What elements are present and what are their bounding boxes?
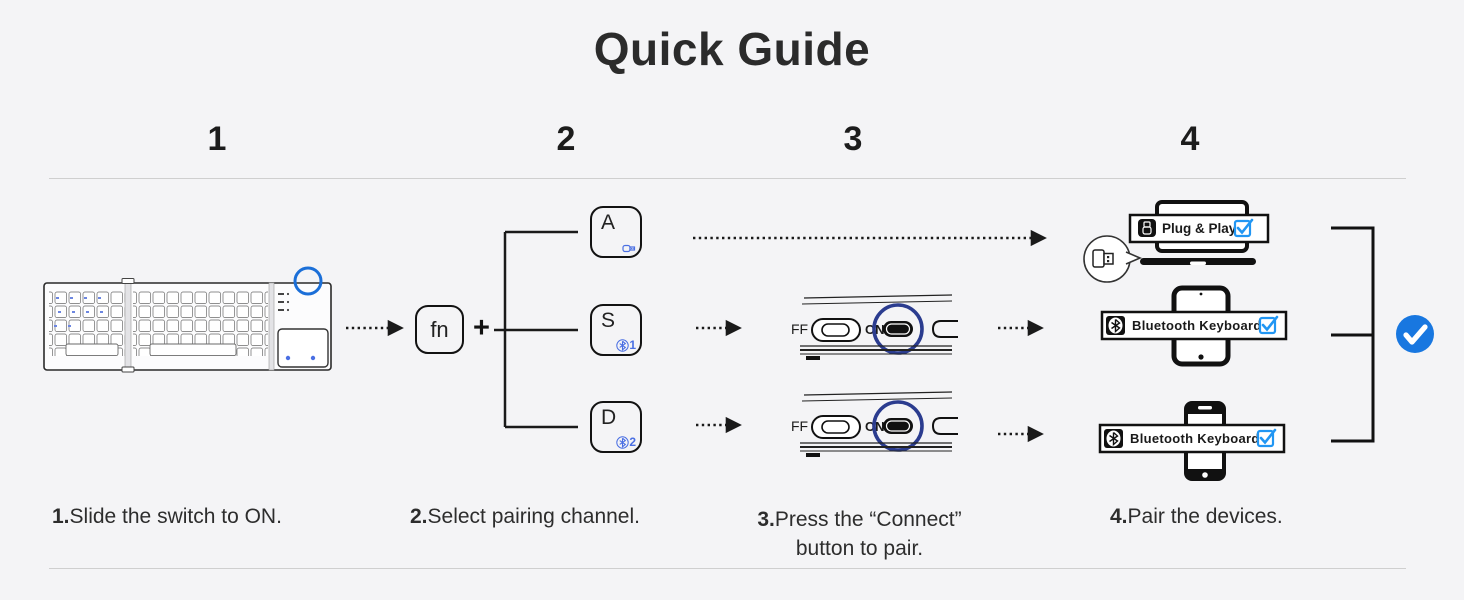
- step-2-number: 2: [556, 120, 576, 158]
- fold-hinge: [124, 282, 132, 371]
- bottom-divider: [49, 568, 1406, 569]
- step-3-number: 3: [843, 120, 863, 158]
- caption-text: Press the “Connect”: [774, 508, 962, 531]
- key-S-letter: S: [601, 309, 616, 332]
- blue-key-legends: [54, 297, 103, 327]
- arrowhead: [387, 319, 404, 337]
- arrowhead: [1027, 425, 1044, 443]
- bluetooth-icon: [616, 338, 630, 352]
- caption-number: 3.: [757, 508, 775, 531]
- checkbox-checked-icon: [1233, 218, 1254, 238]
- keyboard-illustration: [43, 266, 332, 373]
- connect-highlight-circle: [872, 400, 924, 452]
- usb-dongle-icon: [1138, 219, 1156, 237]
- touchpad-dot: [285, 355, 291, 361]
- fold-hinge: [268, 282, 275, 371]
- usb-port-outline: [931, 320, 958, 338]
- fn-key: fn: [415, 305, 464, 354]
- devices-bracket: [1331, 226, 1375, 443]
- checkbox-checked-icon: [1258, 315, 1279, 335]
- key-D: D 2: [590, 401, 642, 453]
- caption-text: Select pairing channel.: [427, 505, 640, 528]
- caption-text: Pair the devices.: [1127, 505, 1283, 528]
- step-4-number: 4: [1180, 120, 1200, 158]
- spacebar: [149, 343, 237, 357]
- arrowhead: [1027, 319, 1044, 337]
- top-divider: [49, 178, 1406, 179]
- step-1-number: 1: [207, 120, 227, 158]
- caption-number: 1.: [52, 505, 70, 528]
- caption-number: 4.: [1110, 505, 1128, 528]
- success-check-icon: [1396, 315, 1434, 353]
- hinge-tab: [121, 278, 135, 284]
- key-A-letter: A: [601, 211, 616, 234]
- caption-number: 2.: [410, 505, 428, 528]
- power-slider-knob: [821, 323, 850, 337]
- laptop-device: Plug & Play: [1083, 200, 1270, 283]
- hinge-tab: [121, 366, 135, 373]
- step-1-caption: 1.Slide the switch to ON.: [52, 505, 282, 529]
- device-label-bar: [1098, 423, 1286, 454]
- key-D-letter: D: [601, 406, 617, 429]
- device-label-bar: [1100, 310, 1288, 341]
- channel-number: 1: [629, 338, 636, 352]
- tablet-device: Bluetooth Keyboard: [1100, 285, 1288, 367]
- caption-text-line2: button to pair.: [795, 537, 924, 560]
- power-switch-highlight-circle: [293, 266, 323, 296]
- device-label: Bluetooth Keyboard: [1130, 431, 1260, 446]
- bluetooth-icon: [1106, 316, 1125, 335]
- arrowhead: [725, 416, 742, 434]
- channel-number: 2: [629, 435, 636, 449]
- key-S: S 1: [590, 304, 642, 356]
- connect-button: [883, 321, 913, 337]
- usb-port-outline: [931, 417, 958, 435]
- usb-dongle-icon: [622, 243, 636, 254]
- arrowhead: [725, 319, 742, 337]
- device-label: Bluetooth Keyboard: [1132, 318, 1262, 333]
- power-slider-knob: [821, 420, 850, 434]
- bluetooth-icon: [1104, 429, 1123, 448]
- plus-sign: +: [473, 312, 490, 344]
- touchpad-dot: [310, 355, 316, 361]
- page-title: Quick Guide: [593, 23, 871, 75]
- fn-keys-bracket: [494, 230, 578, 429]
- device-label: Plug & Play: [1162, 221, 1237, 236]
- arrowhead: [1030, 229, 1047, 247]
- bluetooth-icon: [616, 435, 630, 449]
- spacebar: [65, 343, 119, 357]
- key-A: A: [590, 206, 642, 258]
- step-2-caption: 2.Select pairing channel.: [410, 505, 640, 529]
- checkbox-checked-icon: [1256, 428, 1277, 448]
- switch-off-label: FF: [791, 418, 808, 434]
- touchpad: [277, 328, 329, 368]
- connect-button-illustration-1: FF ON: [791, 294, 958, 360]
- usb-dongle-icon: [1092, 249, 1114, 268]
- switch-off-label: FF: [791, 321, 808, 337]
- step-3-caption: 3.Press the “Connect” button to pair.: [737, 505, 982, 563]
- connect-button-illustration-2: FF ON: [791, 391, 958, 457]
- phone-device: Bluetooth Keyboard: [1098, 401, 1286, 481]
- caption-text: Slide the switch to ON.: [69, 505, 282, 528]
- connect-button: [883, 418, 913, 434]
- step-4-caption: 4.Pair the devices.: [1110, 505, 1283, 529]
- indicator-leds: [278, 292, 290, 312]
- connect-highlight-circle: [872, 303, 924, 355]
